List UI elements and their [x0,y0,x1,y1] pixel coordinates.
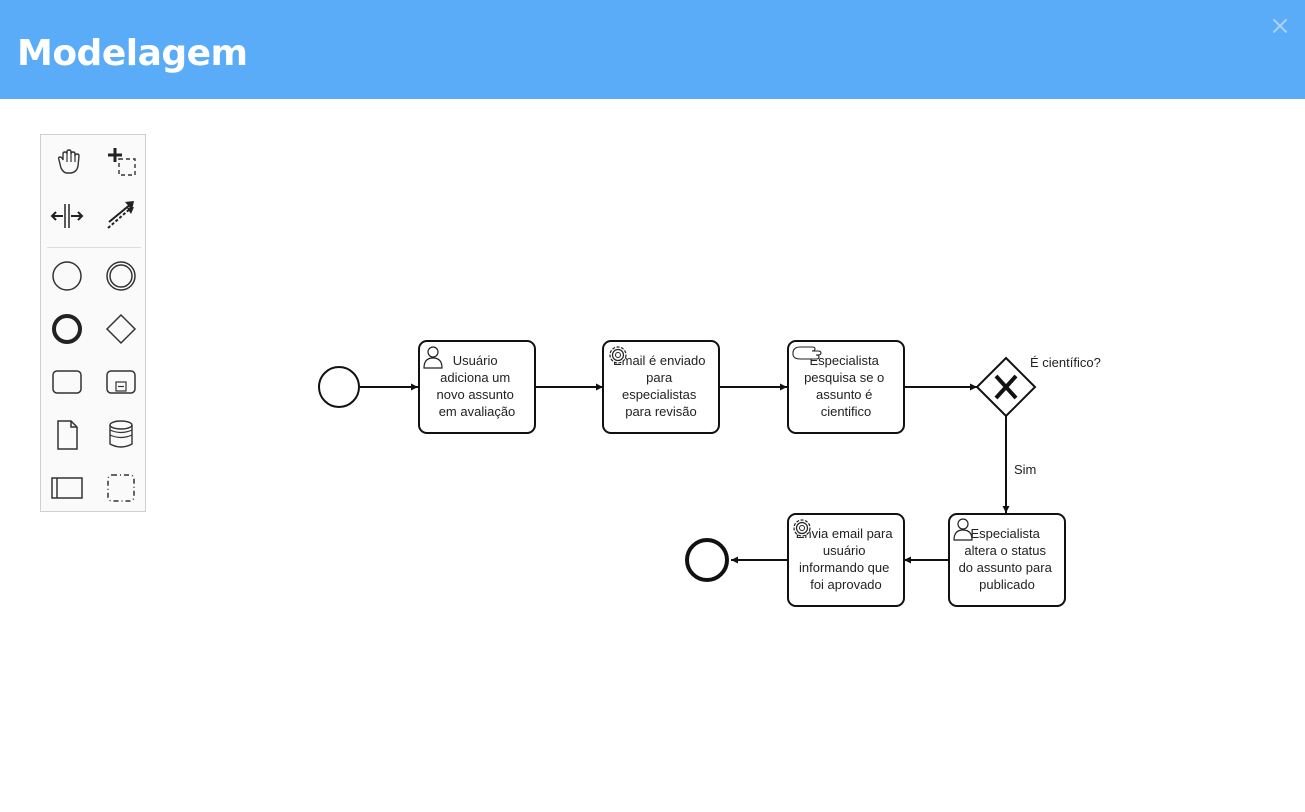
task-line: especialistas [622,387,697,402]
task-usuario-adiciona[interactable]: Usuário adiciona um novo assunto em aval… [418,340,536,434]
start-event[interactable] [318,366,360,408]
end-event[interactable] [685,538,729,582]
svg-text:Email é enviado para: Email é enviado para especialistas para … [613,353,709,419]
task-line: Email é enviado [613,353,706,368]
participant-tool[interactable] [47,468,87,508]
lasso-icon [108,148,136,176]
task-tool[interactable] [47,362,87,402]
group-icon [107,474,135,502]
gateway-tool[interactable] [101,309,141,349]
user-icon [423,346,443,369]
task-line: foi aprovado [810,577,882,592]
task-line: Especialista [971,526,1041,541]
intermediate-event-icon [106,261,136,291]
end-event-tool[interactable] [47,309,87,349]
data-object-icon [57,420,78,450]
global-connect-tool[interactable] [101,196,141,236]
start-event-icon [52,261,82,291]
modal-title: Modelagem [17,33,248,74]
task-envia-email[interactable]: Envia email para usuário informando que … [787,513,905,607]
task-line: informando que [799,560,889,575]
end-event-icon [52,314,82,344]
data-store-tool[interactable] [101,415,141,455]
connect-icon [107,201,134,229]
svg-text:Especialista altera o st: Especialista altera o status do assunto … [959,526,1056,592]
task-especialista-altera[interactable]: Especialista altera o status do assunto … [948,513,1066,607]
group-tool[interactable] [101,468,141,508]
task-line: pesquisa se o [804,370,884,385]
gateway-icon [105,313,137,345]
task-line: do assunto para [959,560,1053,575]
task-line: Especialista [810,353,880,368]
task-line: assunto é [816,387,872,402]
lasso-tool[interactable] [101,142,141,182]
subprocess-tool[interactable] [101,362,141,402]
data-object-tool[interactable] [47,415,87,455]
exclusive-gateway[interactable] [975,356,1037,418]
svg-text:Usuário adiciona um: Usuário adiciona um novo assunto em aval… [437,353,518,419]
task-line: para revisão [625,404,697,419]
svg-text:Envia email para usuário: Envia email para usuário informando que … [796,526,896,592]
palette [40,134,146,512]
task-line: Envia email para [796,526,894,541]
task-line: para [646,370,673,385]
task-line: cientifico [821,404,872,419]
task-line: Usuário [453,353,498,368]
task-line: altera o status [964,543,1046,558]
space-tool[interactable] [47,196,87,236]
participant-icon [51,477,83,499]
flow-label-sim: Sim [1014,462,1036,477]
task-line: publicado [979,577,1035,592]
task-line: em avaliação [439,404,516,419]
gateway-label: É científico? [1030,355,1101,370]
task-icon [52,370,82,394]
gear-icon [793,519,811,537]
user-icon [953,518,973,541]
intermediate-event-tool[interactable] [101,256,141,296]
data-store-icon [109,420,133,448]
task-line: novo assunto [437,387,514,402]
hand-icon [57,149,80,174]
start-event-tool[interactable] [47,256,87,296]
gear-icon [609,346,627,364]
close-button[interactable]: × [1269,11,1291,41]
svg-text:Especialista pesquisa se: Especialista pesquisa se o assunto é cie… [804,353,888,419]
bpmn-canvas[interactable]: É científico? Sim Usuário adiciona um no… [0,99,1305,812]
palette-separator [47,247,141,248]
modal-header: Modelagem × [0,0,1305,99]
task-especialista-pesquisa[interactable]: Especialista pesquisa se o assunto é cie… [787,340,905,434]
hand-tool[interactable] [47,142,87,182]
task-line: adiciona um [440,370,510,385]
space-icon [50,204,84,228]
task-email-enviado[interactable]: Email é enviado para especialistas para … [602,340,720,434]
task-line: usuário [823,543,866,558]
subprocess-icon [106,370,136,394]
hand-icon [792,346,822,360]
